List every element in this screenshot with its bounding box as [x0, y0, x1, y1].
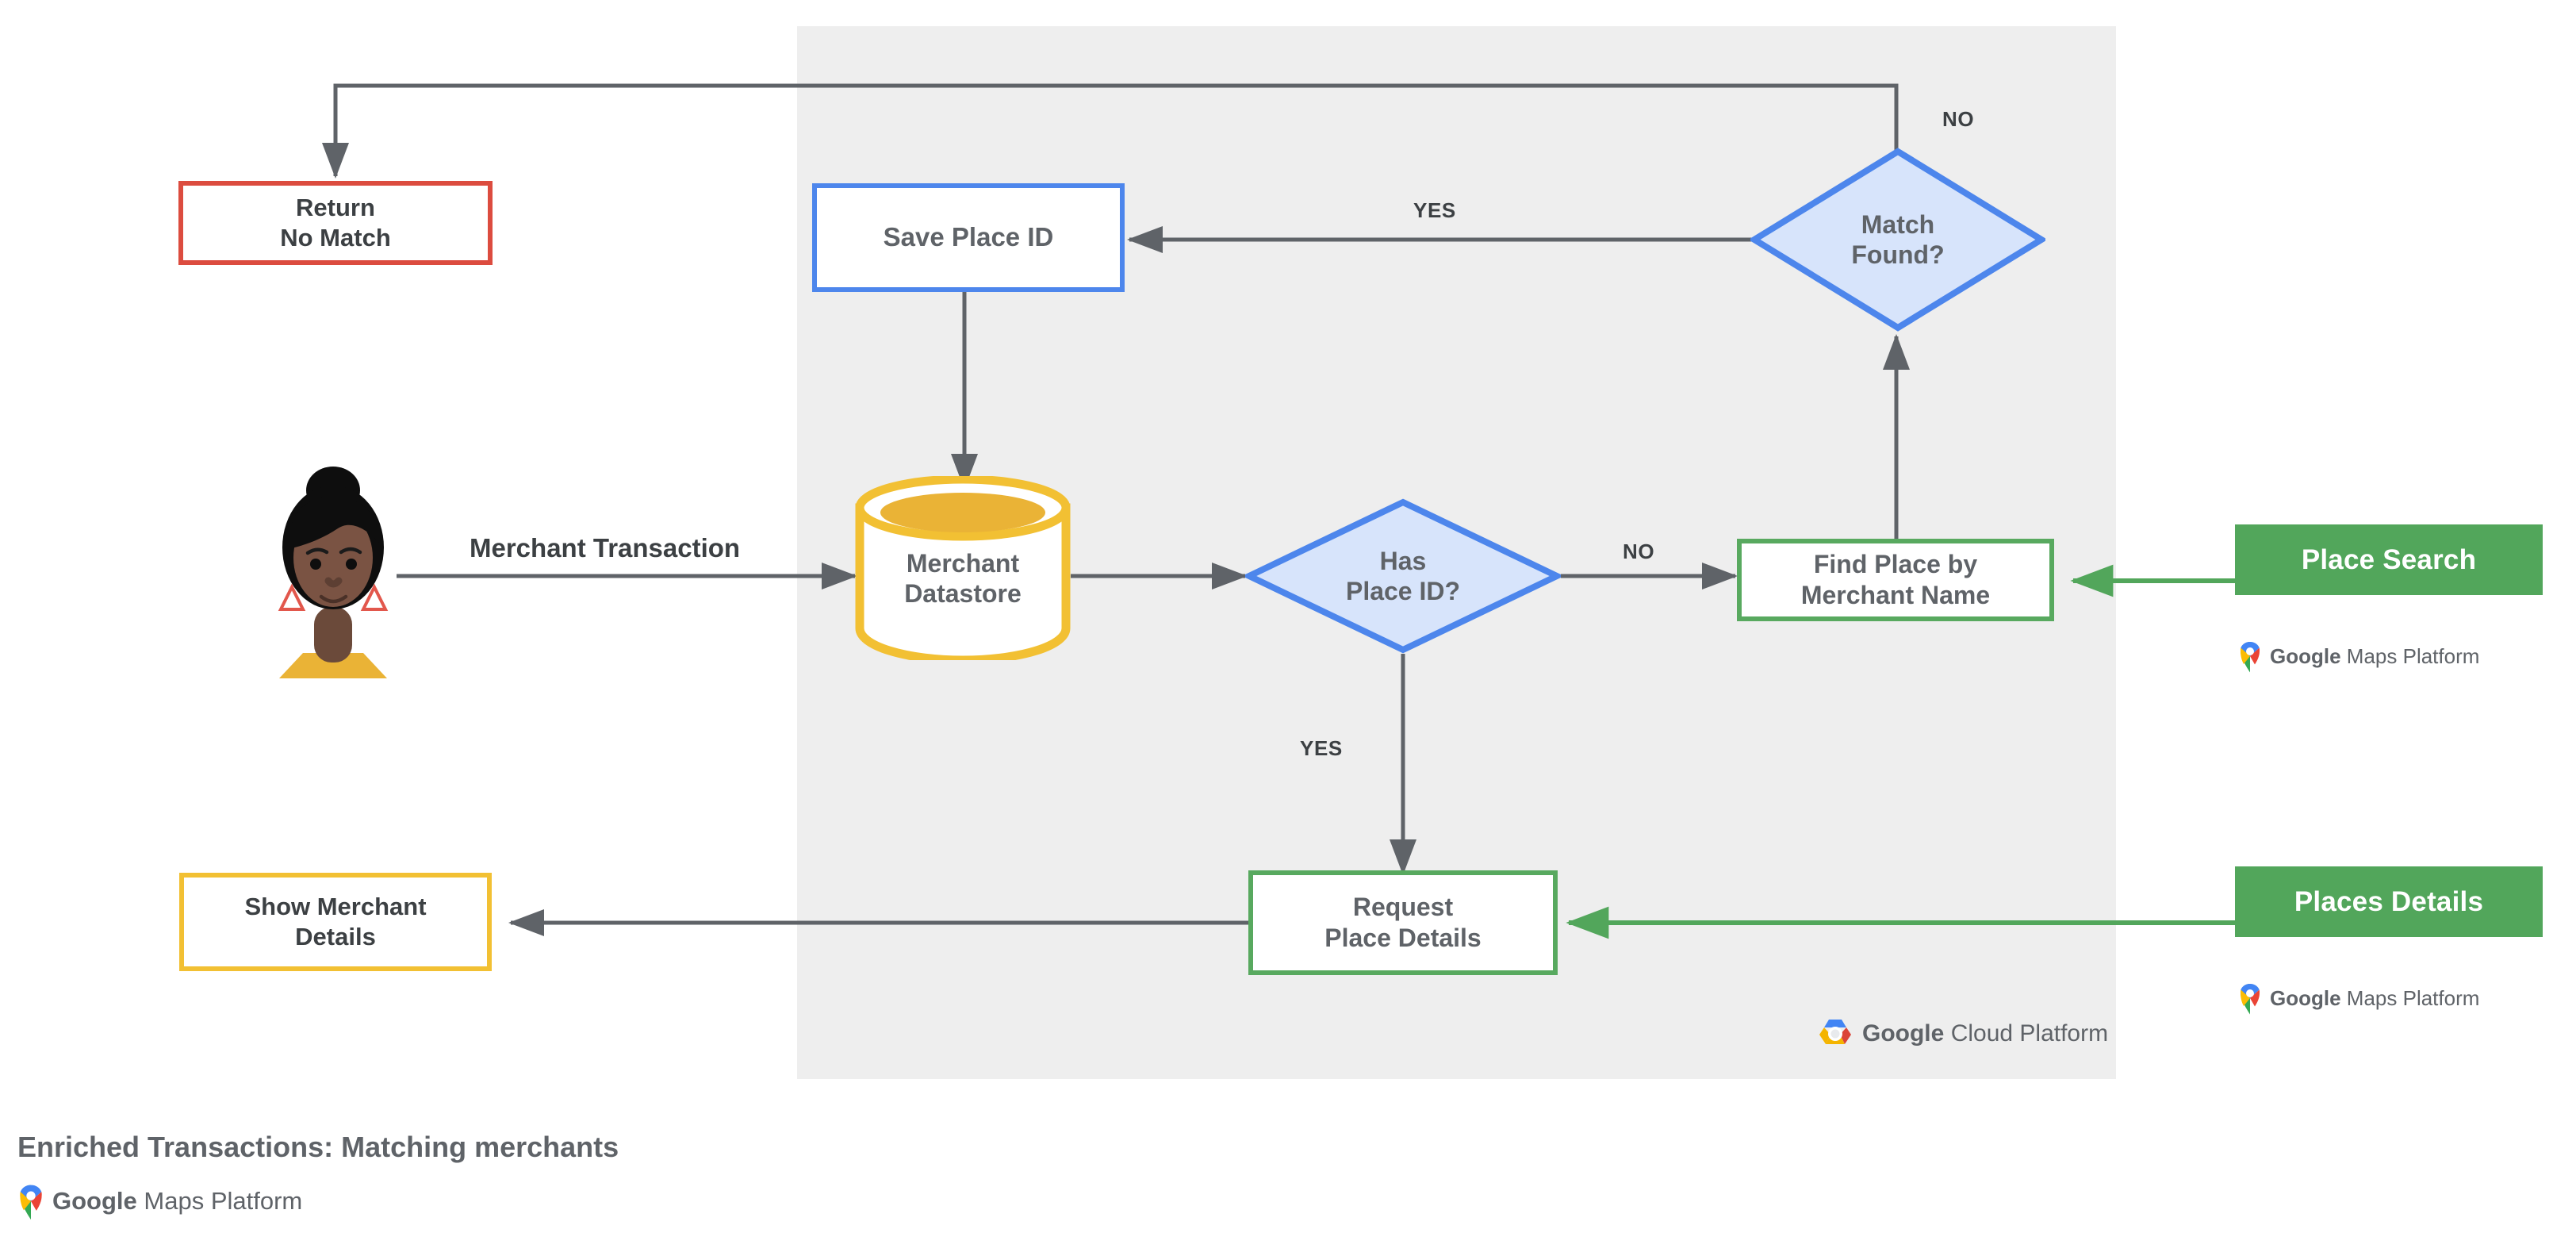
diamond-shape	[1245, 498, 1561, 654]
wordmark-rest: Maps Platform	[2346, 985, 2480, 1010]
wordmark-bold: Google	[1862, 1020, 1945, 1047]
edge-label-merchant-transaction: Merchant Transaction	[470, 533, 741, 563]
node-merchant-datastore[interactable]: Merchant Datastore	[855, 476, 1071, 660]
merchant-customer-avatar	[262, 460, 404, 678]
wordmark-rest: Cloud Platform	[1950, 1020, 2109, 1047]
google-maps-platform-wordmark: Google Maps Platform	[2270, 644, 2479, 669]
node-match-found[interactable]: Match Found?	[1750, 148, 2045, 332]
edge-label-has-place-id-yes: YES	[1300, 736, 1343, 760]
google-maps-pin-icon	[20, 1185, 42, 1220]
node-show-merchant-details[interactable]: Show Merchant Details	[179, 873, 492, 971]
node-request-place-details[interactable]: Request Place Details	[1248, 870, 1558, 975]
footer-attribution: Google Maps Platform	[17, 1182, 302, 1220]
node-find-place-by-merchant-name-label: Find Place by Merchant Name	[1800, 549, 1991, 609]
node-return-no-match-label: Return No Match	[280, 194, 391, 252]
wordmark-rest: Maps Platform	[144, 1187, 303, 1215]
node-show-merchant-details-label: Show Merchant Details	[244, 893, 427, 951]
node-has-place-id[interactable]: Has Place ID?	[1245, 498, 1561, 654]
node-request-place-details-label: Request Place Details	[1324, 892, 1482, 952]
google-maps-platform-wordmark: Google Maps Platform	[2270, 986, 2479, 1011]
wordmark-bold: Google	[2270, 643, 2341, 668]
google-cloud-platform-attribution: Google Cloud Platform	[1818, 1018, 2108, 1050]
node-find-place-by-merchant-name[interactable]: Find Place by Merchant Name	[1737, 539, 2054, 621]
node-save-place-id[interactable]: Save Place ID	[812, 183, 1125, 292]
node-return-no-match[interactable]: Return No Match	[178, 181, 493, 265]
google-cloud-platform-wordmark: Google Cloud Platform	[1862, 1020, 2108, 1047]
node-merchant-datastore-label: Merchant Datastore	[904, 548, 1022, 608]
diamond-shape	[1750, 148, 2045, 332]
product-chip-place-search-label: Place Search	[2301, 543, 2477, 575]
product-chip-places-details[interactable]: Places Details	[2235, 866, 2543, 937]
place-search-attribution: Google Maps Platform	[2238, 639, 2479, 673]
node-match-found-label: Match Found?	[1851, 209, 1945, 269]
product-chip-places-details-label: Places Details	[2294, 885, 2484, 917]
diagram-title: Enriched Transactions: Matching merchant…	[17, 1131, 619, 1163]
node-has-place-id-label: Has Place ID?	[1345, 546, 1461, 605]
node-save-place-id-label: Save Place ID	[883, 222, 1054, 252]
wordmark-rest: Maps Platform	[2346, 643, 2480, 668]
product-chip-place-search[interactable]: Place Search	[2235, 524, 2543, 595]
wordmark-bold: Google	[52, 1187, 137, 1215]
edge-label-has-place-id-no: NO	[1623, 540, 1655, 563]
wordmark-bold: Google	[2270, 985, 2341, 1010]
google-maps-pin-icon	[2240, 641, 2260, 673]
google-maps-platform-wordmark: Google Maps Platform	[52, 1187, 302, 1216]
google-cloud-hexagon-icon	[1819, 1020, 1851, 1044]
avatar-illustration	[278, 467, 389, 678]
cylinder-shape	[855, 476, 1071, 660]
google-maps-pin-icon	[2240, 983, 2260, 1015]
edge-label-match-found-no: NO	[1942, 107, 1975, 131]
places-details-attribution: Google Maps Platform	[2238, 981, 2479, 1015]
edge-label-match-found-yes: YES	[1413, 198, 1456, 222]
